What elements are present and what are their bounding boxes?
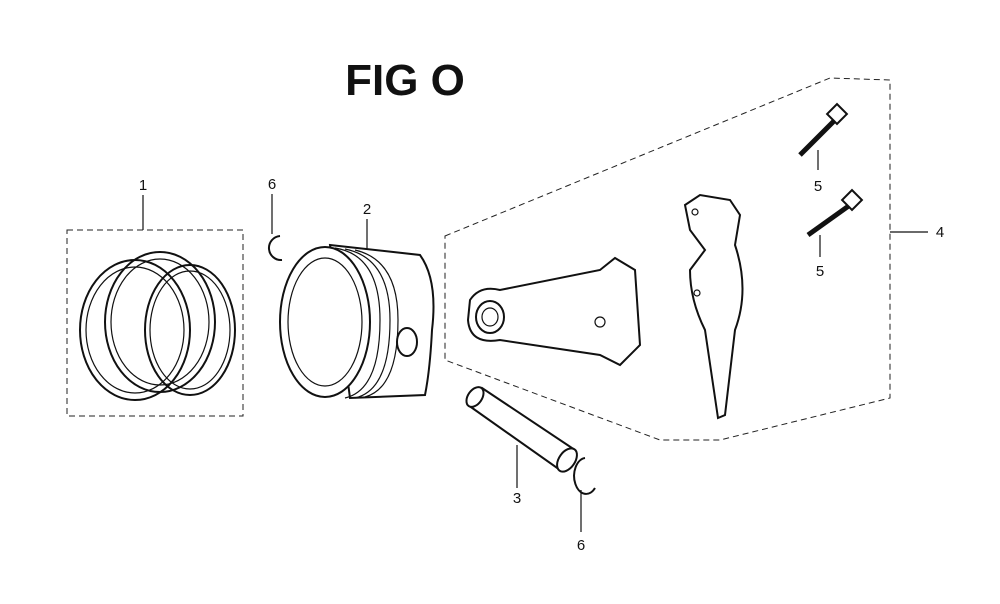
piston	[279, 243, 435, 400]
ring-set-group-box	[66, 229, 244, 417]
callout-5-lower: 5	[816, 263, 824, 280]
callout-4: 4	[936, 224, 944, 241]
callout-1: 1	[139, 177, 147, 194]
connecting-rod	[466, 256, 642, 367]
rod-assembly-group-outline	[444, 77, 891, 441]
piston-pin	[465, 386, 578, 473]
rod-cap	[683, 193, 744, 420]
bolt-upper	[798, 102, 849, 157]
clip-lower	[573, 457, 596, 495]
callout-6-lower: 6	[577, 537, 585, 554]
clip-upper	[268, 235, 283, 262]
piston-ring-set	[66, 229, 244, 417]
callout-6-upper: 6	[268, 176, 276, 193]
callout-2: 2	[363, 201, 371, 218]
bolt-lower	[806, 188, 864, 238]
figure-title: FIG O	[345, 56, 465, 105]
callout-3: 3	[513, 490, 521, 507]
callout-5-upper: 5	[814, 178, 822, 195]
